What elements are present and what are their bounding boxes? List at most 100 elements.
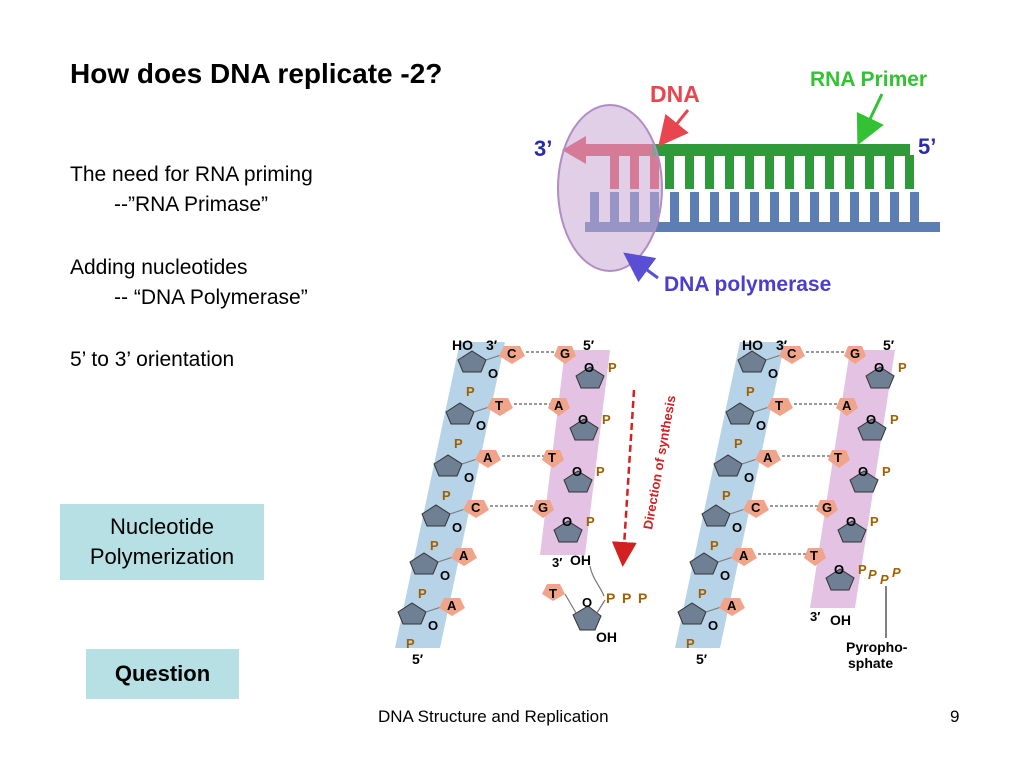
primer-tooth [745, 155, 754, 189]
triphosphate-p3: P [638, 590, 647, 606]
sugar-oxygen-left: O [488, 366, 498, 381]
bullet-main: Adding nucleotides [70, 256, 248, 279]
three-prime-label: 3’ [534, 136, 552, 161]
template-tooth [910, 192, 919, 224]
growing-strand-band [540, 350, 610, 555]
template-backbone [585, 222, 940, 232]
template-tooth [890, 192, 899, 224]
primer-tooth [785, 155, 794, 189]
base-letter-left: A [459, 548, 469, 563]
template-tooth [750, 192, 759, 224]
base-right [532, 500, 554, 518]
primer-tooth [705, 155, 714, 189]
template-tooth [710, 192, 719, 224]
template-tooth [790, 192, 799, 224]
base-right [828, 450, 850, 468]
sugar-left [445, 402, 475, 425]
phosphate-left: P [442, 488, 451, 503]
phosphate-left: P [722, 488, 731, 503]
phosphate-right: P [882, 464, 891, 479]
base-letter-left: C [751, 500, 761, 515]
base-right [554, 346, 576, 364]
phosphate-right: P [870, 514, 879, 529]
base-letter-right: G [538, 500, 548, 515]
box-line-1: Nucleotide [110, 514, 214, 539]
primer-tooth [805, 155, 814, 189]
box-line-2: Polymerization [89, 544, 235, 569]
base-left [487, 398, 513, 416]
question-button[interactable]: Question [86, 649, 239, 699]
base-letter-left: C [787, 346, 797, 361]
rna-primer-diagram: DNA RNA Primer 3’ 5’ DNA polymerase [534, 68, 940, 296]
base-letter-left: T [775, 398, 783, 413]
sugar-oxygen-right: O [578, 412, 588, 427]
primer-tooth [765, 155, 774, 189]
sugar-oxygen-left: O [428, 618, 438, 633]
template-tooth [870, 192, 879, 224]
template-tooth [670, 192, 679, 224]
phosphate-left: P [686, 636, 695, 651]
primer-tooth [865, 155, 874, 189]
primer-tooth [665, 155, 674, 189]
phosphate-left: P [454, 436, 463, 451]
base-letter-right: T [834, 450, 842, 465]
primer-tooth [905, 155, 914, 189]
phosphate-left: P [418, 586, 427, 601]
oh-end-label: OH [830, 612, 851, 628]
base-left [743, 500, 769, 518]
pyrophosphate-label-2: sphate [848, 655, 893, 671]
pyro-p2: P [880, 572, 889, 587]
phosphate-left: P [430, 538, 439, 553]
sugar-right [563, 470, 593, 493]
oh-end-label: OH [570, 552, 591, 568]
template-tooth [730, 192, 739, 224]
dna-pointer-arrow [658, 109, 690, 147]
base-left [767, 398, 793, 416]
incoming-sugar [572, 605, 602, 631]
base-right [542, 450, 564, 468]
sugar-oxygen-left: O [732, 520, 742, 535]
sugar-oxygen-left: O [744, 470, 754, 485]
template-tooth [830, 192, 839, 224]
dna-polymerase-shape [557, 104, 663, 272]
base-letter-left: C [471, 500, 481, 515]
primer-tooth [885, 155, 894, 189]
template-tooth [850, 192, 859, 224]
sugar-right [825, 568, 855, 591]
phosphate-right: P [898, 360, 907, 375]
pyrophosphate-release: P P P Pyropho- sphate [846, 565, 908, 671]
base-right [816, 500, 838, 518]
phosphate-right: P [608, 360, 617, 375]
five-prime-top-label: 5′ [883, 337, 895, 353]
ho-label: HO [742, 337, 763, 353]
base-left [475, 450, 501, 468]
base-letter-left: A [447, 598, 457, 613]
ho-label: HO [452, 337, 473, 353]
bullet-rna-priming: The need for RNA priming --”RNA Primase” [70, 160, 313, 220]
base-left [731, 548, 757, 566]
sugar-right [857, 418, 887, 441]
phosphate-right: P [858, 562, 867, 577]
primer-tooth [845, 155, 854, 189]
template-tooth [770, 192, 779, 224]
three-prime-top-label: 3′ [776, 337, 788, 353]
sugar-oxygen-right: O [866, 412, 876, 427]
phosphate-left: P [466, 384, 475, 399]
sugar-right [553, 520, 583, 543]
five-prime-bottom-label: 5′ [412, 651, 424, 667]
rna-primer-label: RNA Primer [810, 68, 927, 91]
three-prime-top-label: 3′ [486, 337, 498, 353]
phosphate-right: P [602, 412, 611, 427]
polymerase-pointer-arrow [623, 252, 659, 283]
five-prime-label: 5’ [918, 134, 936, 159]
base-right [844, 346, 866, 364]
sugar-oxygen-left: O [440, 568, 450, 583]
sugar-oxygen-left: O [476, 418, 486, 433]
base-right [548, 398, 570, 416]
base-left [499, 346, 525, 364]
sugar-oxygen-right: O [874, 360, 884, 375]
sugar-left [725, 402, 755, 425]
sugar-right [849, 470, 879, 493]
bullet-main: The need for RNA priming [70, 163, 313, 186]
